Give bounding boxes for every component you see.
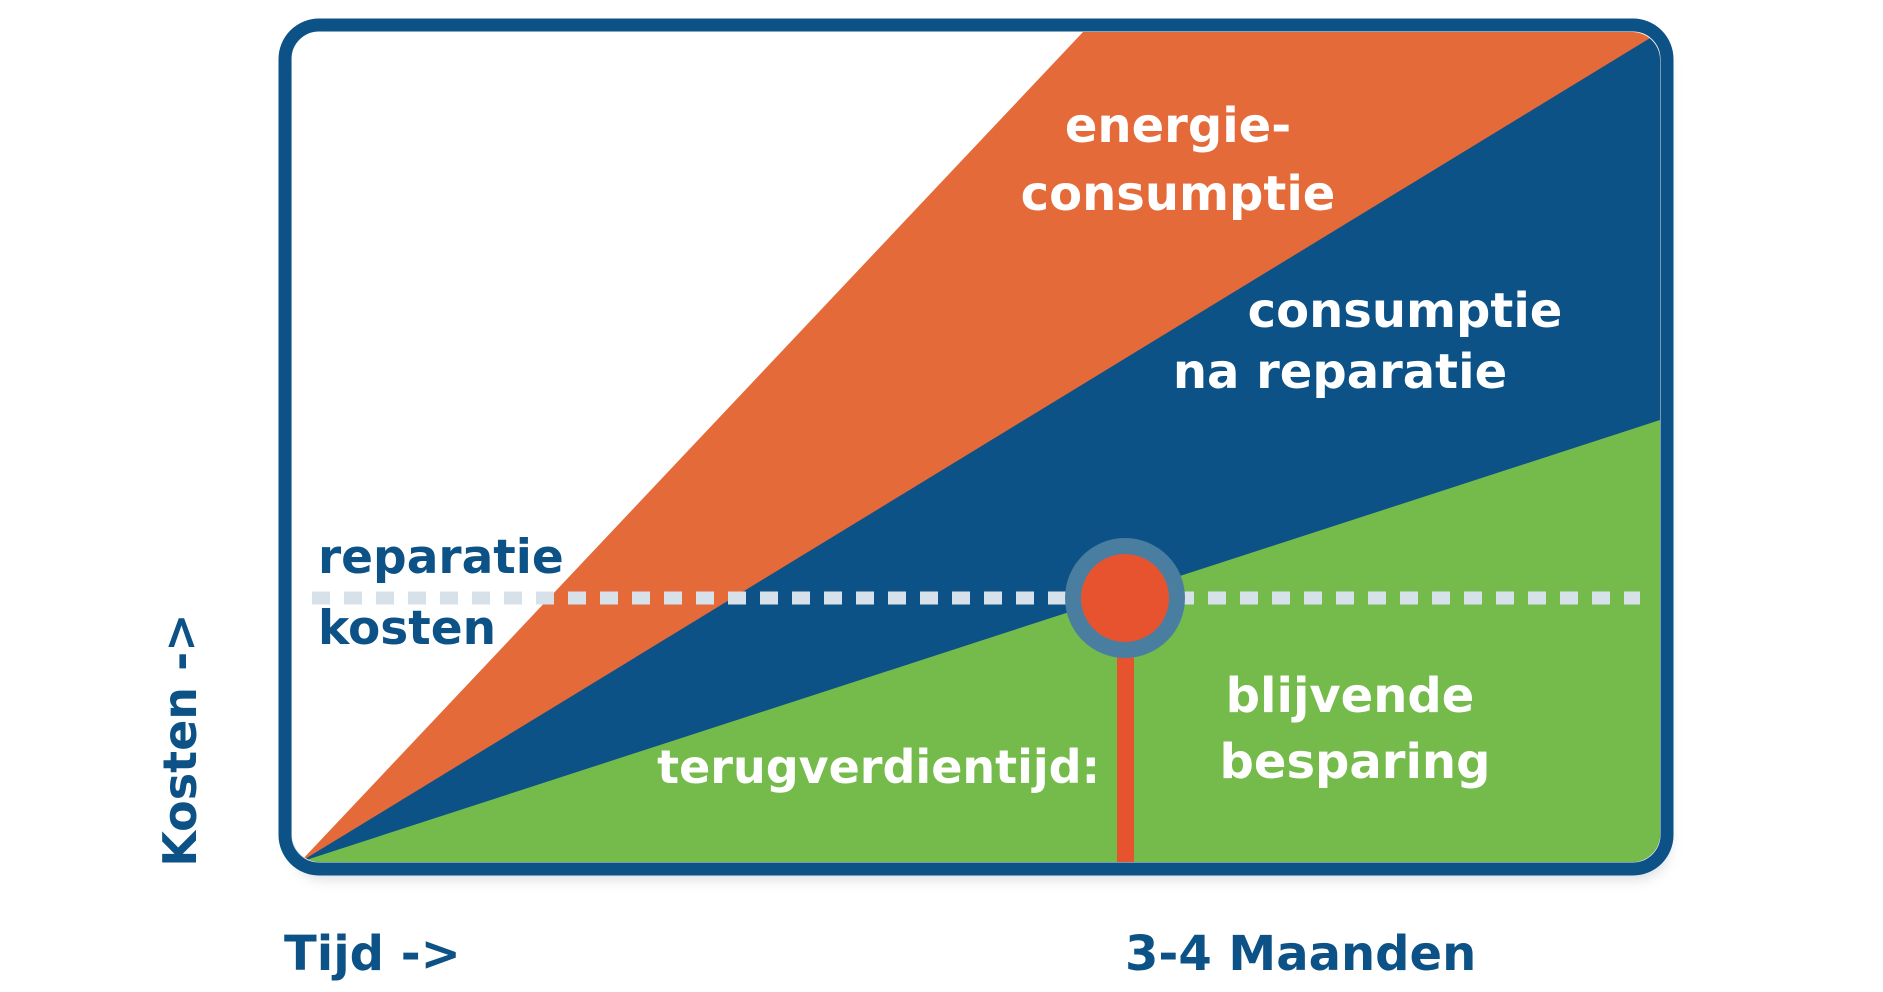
consumption-after-repair-label-line1: consumptie	[1248, 283, 1563, 339]
permanent-savings-label-line1: blijvende	[1226, 668, 1475, 724]
payback-vertical-line	[1117, 630, 1134, 862]
energy-consumption-label-line1: energie-	[1065, 98, 1291, 154]
payback-time-label: terugverdientijd:	[657, 740, 1100, 794]
repair-costs-label-line2: kosten	[318, 601, 496, 656]
energy-consumption-label-line2: consumptie	[1021, 166, 1336, 222]
y-axis-label: Kosten ->	[153, 613, 207, 866]
diagram-frame	[278, 18, 1674, 876]
permanent-savings-region	[300, 420, 1660, 862]
cost-regions	[300, 32, 1660, 862]
consumption-after-repair-label-line2: na reparatie	[1173, 344, 1507, 400]
x-axis-label: Tijd ->	[284, 926, 461, 982]
payback-marker	[1081, 554, 1169, 642]
x-marker-label: 3-4 Maanden	[1125, 926, 1476, 982]
permanent-savings-label-line2: besparing	[1220, 734, 1491, 790]
repair-costs-label-line1: reparatie	[318, 530, 564, 585]
